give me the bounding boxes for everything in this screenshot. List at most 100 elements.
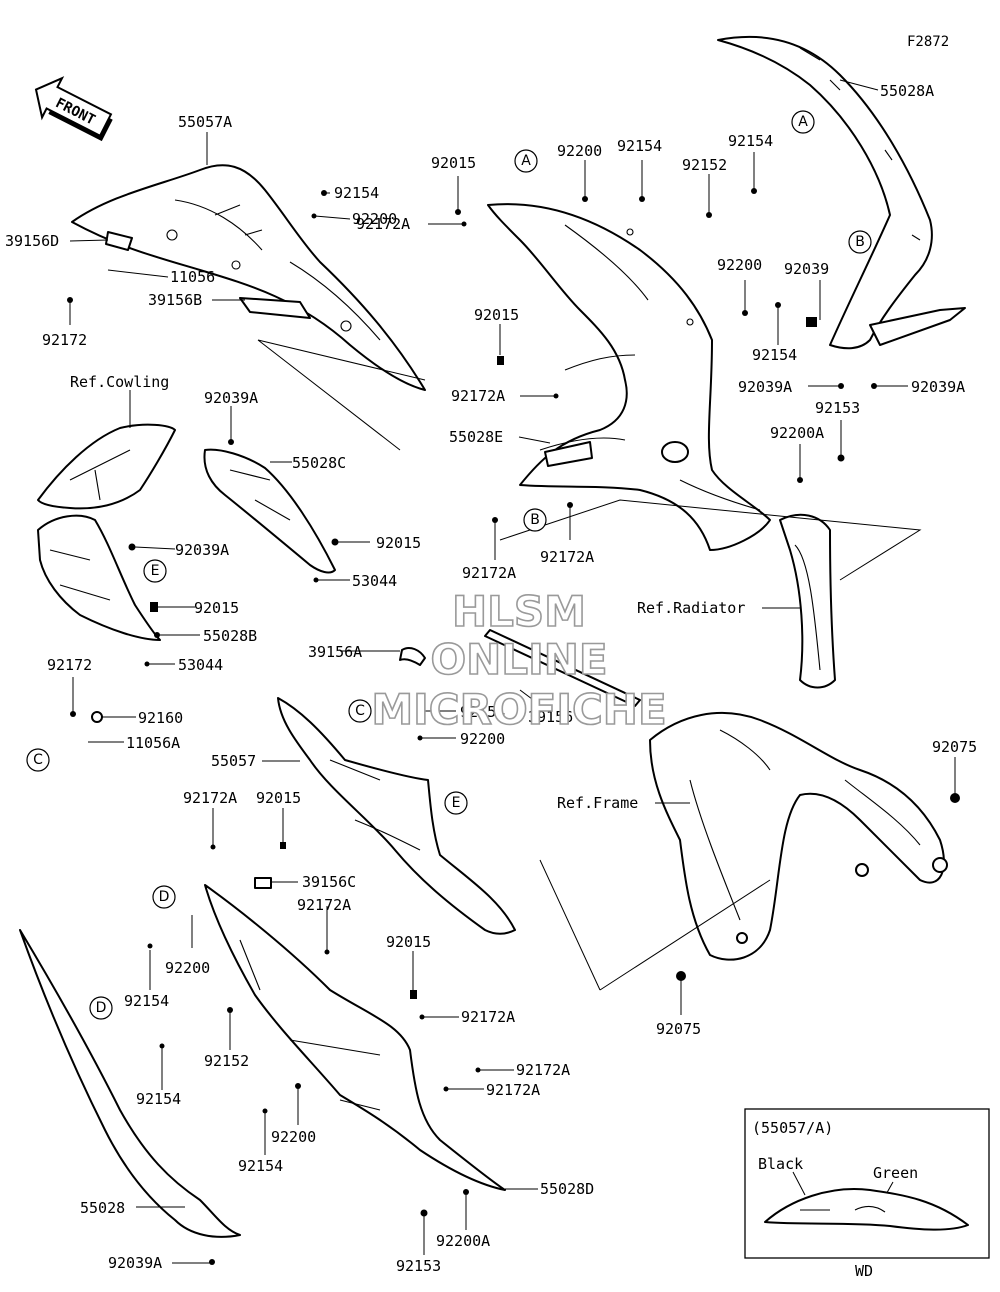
inset-color-green: Green: [873, 1164, 918, 1182]
part-label: 55028E: [449, 428, 503, 446]
part-label: 92172A: [462, 564, 516, 582]
callout-B2: B: [523, 508, 547, 532]
part-label: 92039A: [108, 1254, 162, 1272]
inset-title: (55057/A): [752, 1119, 833, 1137]
part-label: 92039A: [738, 378, 792, 396]
center-fairing-55028E: [487, 203, 771, 551]
part-label: 92172A: [516, 1061, 570, 1079]
part-label: Ref.Frame: [557, 794, 638, 812]
part-label: 92172A: [183, 789, 237, 807]
strip-39156: [399, 629, 641, 707]
part-label: 92200A: [436, 1232, 490, 1250]
part-label: 92015: [474, 306, 519, 324]
part-label: Ref.Radiator: [637, 599, 745, 617]
part-label: 92015: [431, 154, 476, 172]
svg-text:A: A: [521, 153, 531, 169]
part-label: 92154: [460, 703, 505, 721]
callout-A2: A: [791, 110, 815, 134]
part-label: 92153: [815, 399, 860, 417]
ref-cowling-nose: [37, 423, 176, 510]
lower-side-cowl-55057: [277, 697, 516, 935]
under-cowl-55028D: [204, 884, 506, 1191]
part-label: 92172: [47, 656, 92, 674]
part-label: 92172A: [297, 896, 351, 914]
part-label: 55028D: [540, 1180, 594, 1198]
part-label: 92039: [784, 260, 829, 278]
part-label: 92200: [460, 730, 505, 748]
callout-E1: E: [143, 559, 167, 583]
callout-C1: C: [348, 699, 372, 723]
part-label: 92075: [656, 1020, 701, 1038]
figure-id: F2872: [907, 34, 949, 50]
part-label: 92200A: [770, 424, 824, 442]
callout-E2: E: [444, 791, 468, 815]
belly-strip-55028: [19, 929, 241, 1238]
part-label: 92039A: [911, 378, 965, 396]
part-label: 92200: [352, 210, 397, 228]
part-label: 55057: [211, 752, 256, 770]
part-label: 92172A: [461, 1008, 515, 1026]
part-label: 92153: [396, 1257, 441, 1275]
part-label: 92200: [557, 142, 602, 160]
part-label: 11056A: [126, 734, 180, 752]
part-label: 92200: [271, 1128, 316, 1146]
upper-cowl-55028A: [717, 36, 966, 350]
callout-D1: D: [152, 885, 176, 909]
small-cowl-55028C: [203, 448, 336, 574]
svg-text:A: A: [798, 114, 808, 130]
part-label: 92160: [138, 709, 183, 727]
part-label: 92152: [204, 1052, 249, 1070]
part-label: 92015: [194, 599, 239, 617]
ref-radiator: [779, 513, 836, 689]
part-label: 39156A: [308, 643, 362, 661]
svg-text:ONLINE: ONLINE: [430, 635, 607, 684]
inset-code: WD: [855, 1262, 873, 1280]
part-label: 92154: [752, 346, 797, 364]
part-label: 39156B: [148, 291, 202, 309]
svg-text:C: C: [33, 752, 43, 768]
part-label: 55028B: [203, 627, 257, 645]
part-label: 55028A: [880, 82, 934, 100]
part-label: 92075: [932, 738, 977, 756]
svg-text:HLSM: HLSM: [452, 587, 586, 636]
upper-side-cowl-55057A: [71, 164, 426, 391]
svg-text:B: B: [530, 512, 540, 528]
part-label: 92154: [728, 132, 773, 150]
color-inset: (55057/A) Black Green WD: [744, 1108, 990, 1280]
part-label: 55057A: [178, 113, 232, 131]
part-label: 92154: [617, 137, 662, 155]
callout-B1: B: [848, 230, 872, 254]
part-label: 39156C: [302, 873, 356, 891]
ref-frame: [649, 711, 948, 961]
svg-text:MICROFICHE: MICROFICHE: [371, 685, 666, 734]
part-label: 92172A: [540, 548, 594, 566]
lower-nose-55028B: [37, 514, 161, 641]
part-label: 92172: [42, 331, 87, 349]
part-label: 92015: [376, 534, 421, 552]
part-label: 92015: [386, 933, 431, 951]
inset-color-black: Black: [758, 1155, 803, 1173]
svg-text:C: C: [355, 703, 365, 719]
svg-text:B: B: [855, 234, 865, 250]
fasteners: [67, 188, 960, 1265]
callout-A1: A: [514, 149, 538, 173]
part-label: 92154: [334, 184, 379, 202]
leader-lines: [69, 79, 956, 1264]
part-label: 92015: [256, 789, 301, 807]
watermark: HLSM ONLINE MICROFICHE: [371, 586, 668, 735]
part-label: 92172A: [486, 1081, 540, 1099]
part-label: 55028: [80, 1199, 125, 1217]
part-label: 53044: [178, 656, 223, 674]
part-label: 11056: [170, 268, 215, 286]
part-label: 92172A: [356, 215, 410, 233]
callout-D2: D: [89, 996, 113, 1020]
part-label: Ref.Cowling: [70, 373, 169, 391]
part-label: 92154: [238, 1157, 283, 1175]
part-label: 92172A: [451, 387, 505, 405]
front-arrow-icon: FRONT: [34, 76, 113, 142]
svg-text:D: D: [159, 889, 170, 905]
part-label: 92039A: [175, 541, 229, 559]
part-label: 53044: [352, 572, 397, 590]
part-label: 92152: [682, 156, 727, 174]
svg-text:E: E: [151, 563, 160, 579]
